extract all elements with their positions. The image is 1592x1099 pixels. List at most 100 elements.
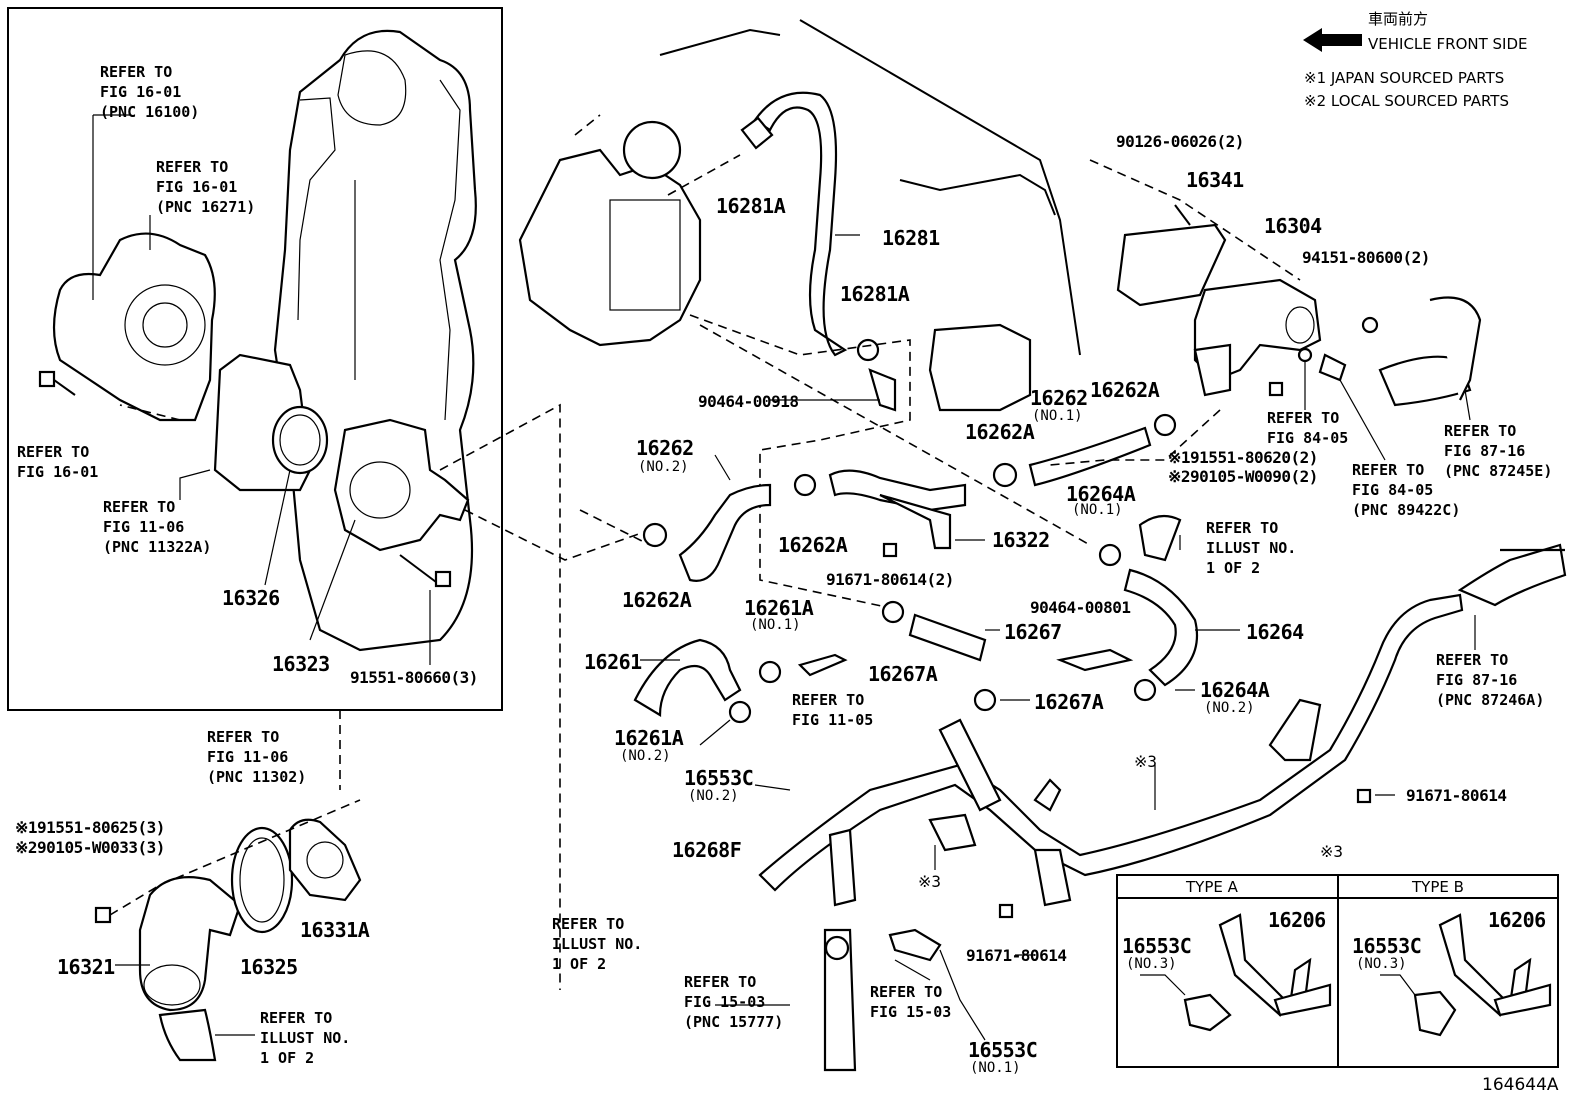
part-290105-w0033: ※290105-W0033(3) [15,838,165,857]
mark3-pipe: ※3 [1134,752,1158,771]
hose-16262-no2 [678,483,772,582]
vehicle-front-en: VEHICLE FRONT SIDE [1368,35,1528,53]
vehicle-front-jp: 車両前方 [1368,10,1429,28]
part-16331a: 16331A [300,918,370,942]
part-91671-80614-2: 91671-80614(2) [826,570,954,589]
hose-16281 [753,91,848,357]
part-16304: 16304 [1264,214,1322,238]
inset-b-16553c-sub: (NO.3) [1356,956,1407,972]
part-91671-80614-bottom: 91671-80614 [966,946,1067,965]
part-16268f: 16268F [672,838,742,862]
figure-id: 164644A [1482,1075,1559,1095]
part-90464-00918: 90464-00918 [698,392,799,411]
part-191551-80620: ※191551-80620(2) [1168,448,1318,467]
water-inlet-housing [333,418,470,552]
part-16264: 16264 [1246,620,1304,644]
part-90464-00801: 90464-00801 [1030,598,1131,617]
gasket-16341 [1116,223,1227,307]
refer-15777: REFER TO FIG 15-03 (PNC 15777) [684,973,784,1031]
thermostat-16331a [288,818,362,902]
part-16264a-no1: 16264A [1066,482,1136,506]
type-a-label: TYPE A [1186,878,1238,896]
refer-illust-bottom-center: REFER TO ILLUST NO. 1 OF 2 [552,915,643,973]
refer-11322a: REFER TO FIG 11-06 (PNC 11322A) [103,498,212,556]
part-16326: 16326 [222,586,280,610]
water-inlet-16321 [138,876,242,1012]
inset-mark: ※3 [1320,842,1344,861]
part-16553c-no2: 16553C [684,766,754,790]
water-bypass-pipe [758,593,1464,892]
water-outlet-gasket [928,323,1032,412]
part-16281a-mid: 16281A [840,282,910,306]
part-16262a-top: 16262A [1090,378,1160,402]
part-16262a-mid: 16262A [778,533,848,557]
part-16262-no2-sub: (NO.2) [638,459,689,475]
refer-illust-bottom-left: REFER TO ILLUST NO. 1 OF 2 [260,1009,351,1067]
front-arrow-icon [1303,28,1362,52]
part-16261a-no2: 16261A [614,726,684,750]
hose-16262-no1 [1028,426,1152,487]
gasket-16325 [230,826,294,934]
o-ring-16326 [271,405,329,475]
part-16322: 16322 [992,528,1050,552]
part-290105-w0090: ※290105-W0090(2) [1168,467,1318,486]
hose-16267 [908,613,987,662]
refer-16100: REFER TO FIG 16-01 (PNC 16100) [100,63,200,121]
part-191551-80625: ※191551-80625(3) [15,818,165,837]
water-pump-body [52,232,216,422]
part-16262-no2: 16262 [636,436,694,460]
refer-87245e: REFER TO FIG 87-16 (PNC 87245E) [1444,422,1553,480]
part-16267a-top: 16267A [868,662,938,686]
part-16264a-no1-sub: (NO.1) [1072,502,1123,518]
part-16264a-no2: 16264A [1200,678,1270,702]
part-16325: 16325 [240,955,298,979]
part-16553c-no1-sub: (NO.1) [970,1060,1021,1076]
part-16553c-no1: 16553C [968,1038,1038,1062]
part-16264a-no2-sub: (NO.2) [1204,700,1255,716]
refer-fig1601: REFER TO FIG 16-01 [17,443,99,481]
note-japan-sourced: ※1 JAPAN SOURCED PARTS [1304,69,1505,87]
refer-87246a: REFER TO FIG 87-16 (PNC 87246A) [1436,651,1545,709]
refer-1503: REFER TO FIG 15-03 [870,983,952,1021]
inset-a-16553c-sub: (NO.3) [1126,956,1177,972]
part-16323: 16323 [272,652,330,676]
part-94151-80600: 94151-80600(2) [1302,248,1430,267]
refer-illust-right: REFER TO ILLUST NO. 1 OF 2 [1206,519,1297,577]
refer-1105: REFER TO FIG 11-05 [792,691,874,729]
refer-16271: REFER TO FIG 16-01 (PNC 16271) [156,158,256,216]
part-16261a-no2-sub: (NO.2) [620,748,671,764]
note-local-sourced: ※2 LOCAL SOURCED PARTS [1304,92,1509,110]
type-b-label: TYPE B [1412,878,1464,896]
part-91551-80660: 91551-80660(3) [350,668,478,687]
pipe-16322 [828,469,967,512]
inset-a-16206: 16206 [1268,908,1326,932]
part-16261a-no1: 16261A [744,596,814,620]
part-16262a-right: 16262A [965,420,1035,444]
part-16267a-bottom: 16267A [1034,690,1104,714]
part-16261: 16261 [584,650,642,674]
part-90126-06026: 90126-06026(2) [1116,132,1244,151]
part-16262-no1: 16262 [1030,386,1088,410]
hose-16261 [633,638,742,717]
refer-8405a: REFER TO FIG 84-05 [1267,409,1349,447]
hose-16264 [1123,568,1199,687]
refer-89422c: REFER TO FIG 84-05 (PNC 89422C) [1352,461,1461,519]
part-16281a-top: 16281A [716,194,786,218]
part-16261a-no1-sub: (NO.1) [750,617,801,633]
part-16341: 16341 [1186,168,1244,192]
refer-11302: REFER TO FIG 11-06 (PNC 11302) [207,728,307,786]
part-16262a-left: 16262A [622,588,692,612]
timing-cover-box [7,7,503,711]
part-16321: 16321 [57,955,115,979]
part-16262-no1-sub: (NO.1) [1032,408,1083,424]
inset-b-16553c: 16553C [1352,934,1422,958]
part-91671-80614-right: 91671-80614 [1406,786,1507,805]
part-16553c-no2-sub: (NO.2) [688,788,739,804]
inset-b-16206: 16206 [1488,908,1546,932]
inset-a-16553c: 16553C [1122,934,1192,958]
part-16281: 16281 [882,226,940,250]
mark3-center: ※3 [918,872,942,891]
part-16267: 16267 [1004,620,1062,644]
